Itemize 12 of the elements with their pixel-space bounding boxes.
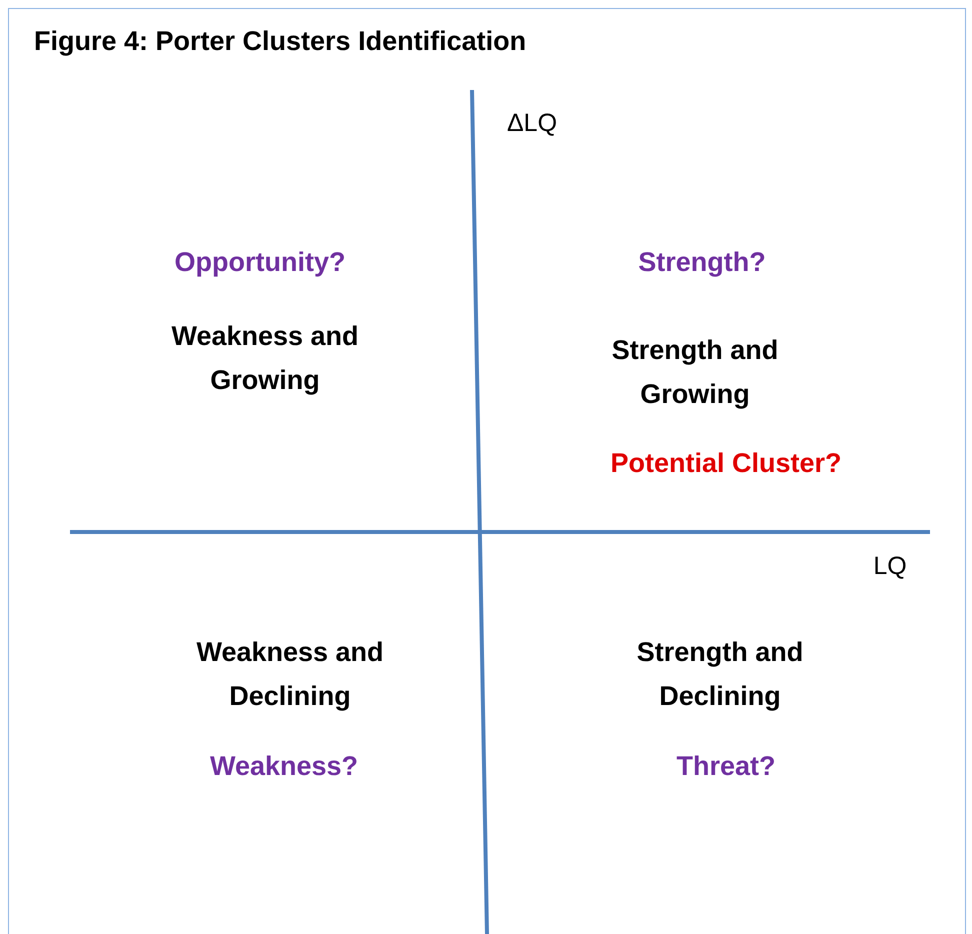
quadrant-label: Opportunity? <box>174 246 346 279</box>
axis-label: ΔLQ <box>506 108 558 139</box>
quadrant-label: Weakness and Growing <box>170 320 360 397</box>
quadrant-label: Weakness and Declining <box>195 636 385 713</box>
axis-label: LQ <box>872 551 908 582</box>
figure-title: Figure 4: Porter Clusters Identification <box>34 26 526 57</box>
quadrant-label: Strength and Growing <box>610 334 780 411</box>
quadrant-label: Weakness? <box>208 750 360 783</box>
quadrant-label: Potential Cluster? <box>609 447 843 480</box>
quadrant-label: Threat? <box>675 750 776 783</box>
quadrant-label: Strength? <box>637 246 767 279</box>
quadrant-label: Strength and Declining <box>636 636 804 713</box>
